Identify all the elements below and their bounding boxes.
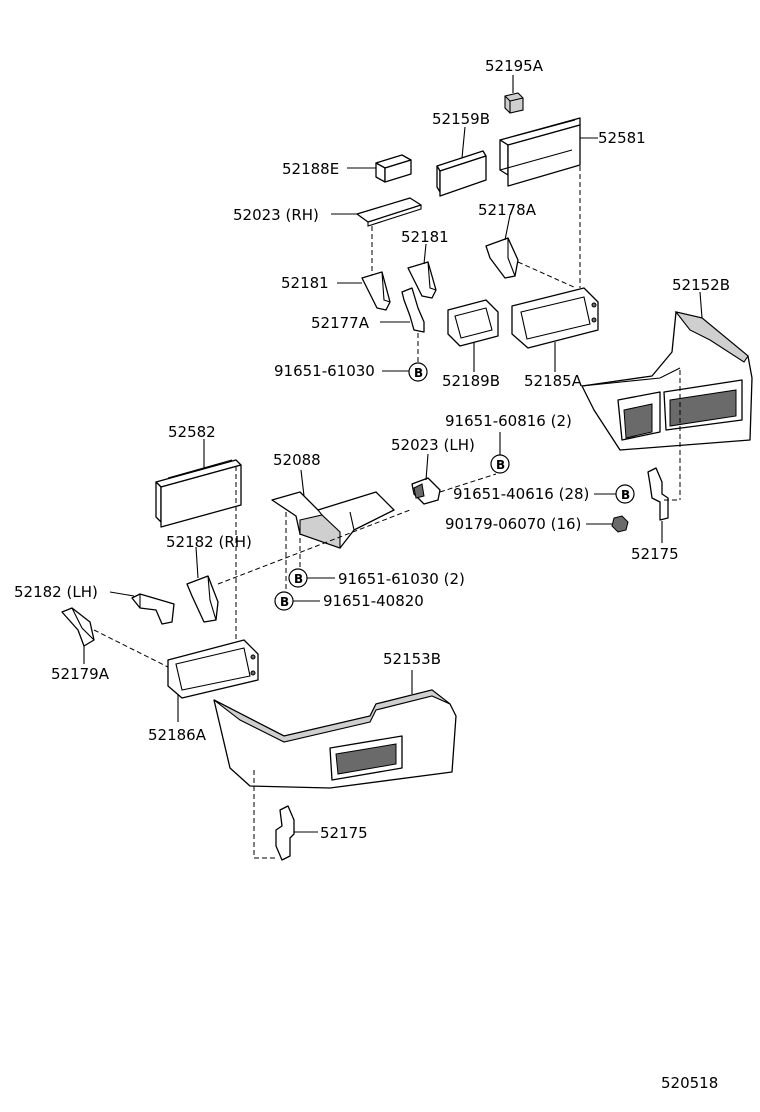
label-52188E: 52188E: [282, 160, 339, 178]
label-52153B: 52153B: [383, 650, 441, 668]
label-52152B: 52152B: [672, 276, 730, 294]
bolt-marker-label: B: [621, 488, 630, 502]
bolt-marker-91651-60816: [490, 454, 510, 474]
part-52185A: [511, 287, 599, 349]
part-52181-upper: [407, 261, 437, 299]
bolt-marker-label: B: [414, 366, 423, 380]
label-52181-left: 52181: [281, 274, 329, 292]
part-52153B: [213, 689, 457, 789]
label-91651-60816: 91651-60816 (2): [445, 412, 572, 430]
label-52175-lower: 52175: [320, 824, 368, 842]
label-91651-40820: 91651-40820: [323, 592, 424, 610]
label-52182-LH: 52182 (LH): [14, 583, 98, 601]
diagram-id: 520518: [661, 1074, 718, 1092]
bolt-marker-label: B: [280, 595, 289, 609]
label-91651-61030: 91651-61030: [274, 362, 375, 380]
label-52189B: 52189B: [442, 372, 500, 390]
label-91651-61030-2: 91651-61030 (2): [338, 570, 465, 588]
part-52186A: [167, 639, 259, 699]
label-52178A: 52178A: [478, 201, 537, 219]
bolt-marker-label: B: [496, 458, 505, 472]
part-52175-lower: [275, 805, 295, 861]
part-52181-left: [361, 271, 391, 311]
part-52152B: [581, 311, 753, 451]
label-52582: 52582: [168, 423, 216, 441]
part-52159B: [436, 150, 487, 197]
label-91651-40616: 91651-40616 (28): [453, 485, 589, 503]
bolt-marker-91651-40616: [615, 484, 635, 504]
label-52581: 52581: [598, 129, 646, 147]
part-52582: [155, 459, 242, 528]
label-52186A: 52186A: [148, 726, 207, 744]
label-52181-upper: 52181: [401, 228, 449, 246]
part-52177A: [401, 287, 425, 333]
part-52195A: [504, 92, 524, 114]
label-52179A: 52179A: [51, 665, 110, 683]
label-52195A: 52195A: [485, 57, 544, 75]
label-52088: 52088: [273, 451, 321, 469]
part-52175-upper: [647, 467, 669, 521]
part-52182-LH: [131, 593, 175, 625]
nut-90179-06070: [611, 515, 629, 533]
label-52185A: 52185A: [524, 372, 583, 390]
label-52159B: 52159B: [432, 110, 490, 128]
label-52175-upper: 52175: [631, 545, 679, 563]
label-52023-LH: 52023 (LH): [391, 436, 475, 454]
part-52023-RH: [356, 197, 422, 227]
part-52581: [499, 117, 581, 187]
label-52177A: 52177A: [311, 314, 370, 332]
label-90179-06070: 90179-06070 (16): [445, 515, 581, 533]
part-52188E: [375, 154, 412, 183]
part-52088: [271, 491, 395, 549]
part-52178A: [485, 237, 519, 279]
part-52179A: [61, 607, 95, 647]
bolt-marker-91651-61030: [408, 362, 428, 382]
part-52023-LH: [411, 477, 441, 505]
bolt-marker-label: B: [294, 572, 303, 586]
label-52023-RH: 52023 (RH): [233, 206, 319, 224]
label-52182-RH: 52182 (RH): [166, 533, 252, 551]
part-52182-RH: [186, 575, 219, 623]
part-52189B: [447, 299, 499, 347]
